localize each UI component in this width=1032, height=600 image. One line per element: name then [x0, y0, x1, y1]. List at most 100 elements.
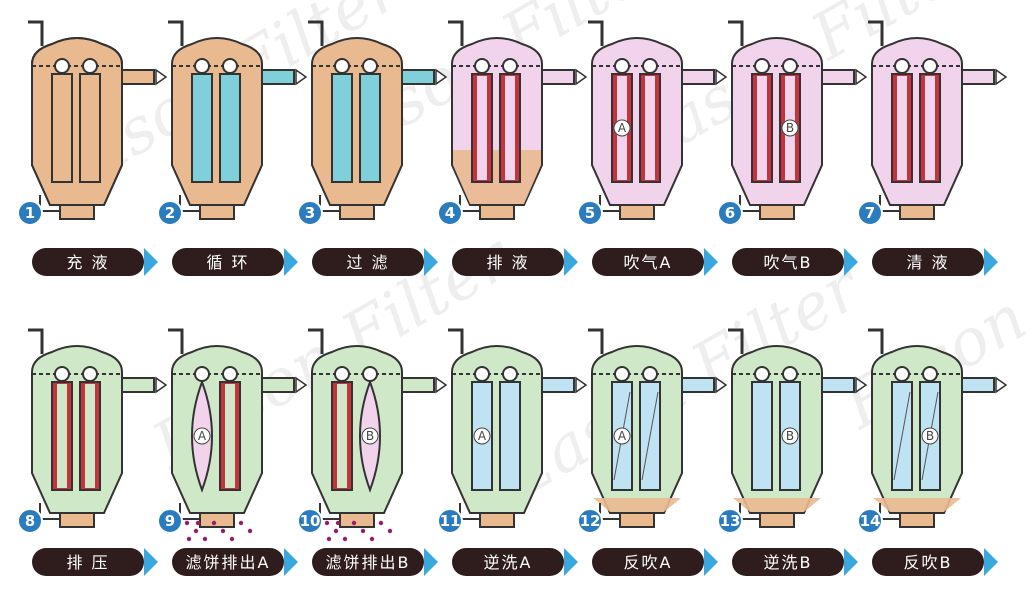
element-head [754, 58, 770, 74]
element-head [894, 58, 910, 74]
label-pill [732, 248, 844, 276]
element-head [922, 366, 938, 382]
label-text: 过 滤 [346, 253, 389, 272]
side-outlet [681, 377, 715, 393]
flow-arrow-icon [575, 376, 588, 394]
bottom-outlet [619, 204, 655, 220]
step-label-13: 逆洗B [732, 548, 858, 576]
element-marker-label: B [786, 121, 794, 135]
bottom-outlet [59, 512, 95, 528]
step-number-badge [297, 200, 323, 226]
vent-pipe [448, 20, 464, 46]
vent-pipe [728, 328, 744, 354]
element-marker-label: A [618, 121, 627, 135]
side-outlet [121, 69, 155, 85]
filter-element-core [225, 384, 235, 488]
label-text: 滤饼排出B [326, 553, 411, 572]
label-text: 反吹B [904, 553, 953, 572]
label-arrow-icon [704, 248, 718, 276]
element-head [222, 58, 238, 74]
vent-pipe [168, 20, 184, 46]
vent-pipe [728, 20, 744, 46]
step-label-1: 充 液 [32, 248, 158, 276]
filter-element [359, 73, 381, 183]
label-text: 反吹A [624, 553, 673, 572]
element-head [82, 366, 98, 382]
vessel-body [311, 37, 403, 206]
flow-arrow-icon [855, 376, 868, 394]
vessel-step-11: A11 [437, 328, 588, 534]
element-marker [781, 119, 799, 137]
liquid-level [873, 498, 961, 512]
label-arrow-icon [984, 248, 998, 276]
vessel-body [731, 37, 823, 206]
element-head [754, 366, 770, 382]
element-head [614, 58, 630, 74]
element-head [474, 366, 490, 382]
vessel-body [451, 345, 543, 514]
element-marker-label: A [618, 429, 627, 443]
cake-particle [186, 536, 192, 542]
vessel-body [311, 345, 403, 514]
element-head [782, 58, 798, 74]
element-head [82, 58, 98, 74]
step-number-badge [297, 508, 323, 534]
flow-arrow-icon [575, 68, 588, 86]
cake-particle [229, 536, 235, 542]
step-number-badge [717, 508, 743, 534]
vessel-step-6: B6 [717, 20, 868, 226]
step-number: 3 [305, 204, 315, 222]
bottom-outlet [899, 204, 935, 220]
filter-element [191, 73, 213, 183]
backflush-line [893, 391, 911, 481]
filter-element [51, 73, 73, 183]
step-number: 5 [585, 204, 595, 222]
vent-pipe [868, 20, 884, 46]
element-head [642, 58, 658, 74]
cake-particle [351, 520, 357, 526]
label-pill [452, 248, 564, 276]
label-text: 吹气A [624, 253, 673, 272]
label-pill [732, 548, 844, 576]
side-outlet [261, 69, 295, 85]
vessel-step-12: A12 [577, 328, 728, 534]
element-marker-label: B [786, 429, 794, 443]
step-number: 14 [860, 512, 881, 530]
step-number: 7 [865, 204, 875, 222]
side-outlet [401, 377, 435, 393]
element-marker [193, 427, 211, 445]
bottom-outlet [619, 512, 655, 528]
cake-particle [184, 520, 190, 526]
flow-arrow-icon [435, 376, 448, 394]
bottom-outlet [59, 204, 95, 220]
cake-particle [324, 520, 330, 526]
filter-element-core [337, 384, 347, 488]
liquid-level [33, 130, 121, 204]
vent-pipe [588, 328, 604, 354]
label-pill [452, 548, 564, 576]
vessel-body [591, 37, 683, 206]
label-arrow-icon [844, 548, 858, 576]
vent-pipe [168, 328, 184, 354]
vent-pipe [28, 328, 44, 354]
element-head [922, 58, 938, 74]
flow-arrow-icon [715, 376, 728, 394]
element-head [502, 366, 518, 382]
step-number-badge [717, 200, 743, 226]
cake-particle [335, 520, 341, 526]
vent-pipe [308, 20, 324, 46]
label-arrow-icon [984, 548, 998, 576]
side-outlet [961, 69, 995, 85]
element-marker [921, 427, 939, 445]
side-outlet [821, 69, 855, 85]
label-text: 充 液 [66, 253, 109, 272]
bottom-outlet [759, 512, 795, 528]
filter-element-core [57, 384, 67, 488]
label-pill [172, 548, 284, 576]
cake-particle [202, 536, 208, 542]
label-arrow-icon [144, 248, 158, 276]
flow-arrow-icon [855, 68, 868, 86]
vessel-body [591, 345, 683, 514]
cake-particle [195, 520, 201, 526]
